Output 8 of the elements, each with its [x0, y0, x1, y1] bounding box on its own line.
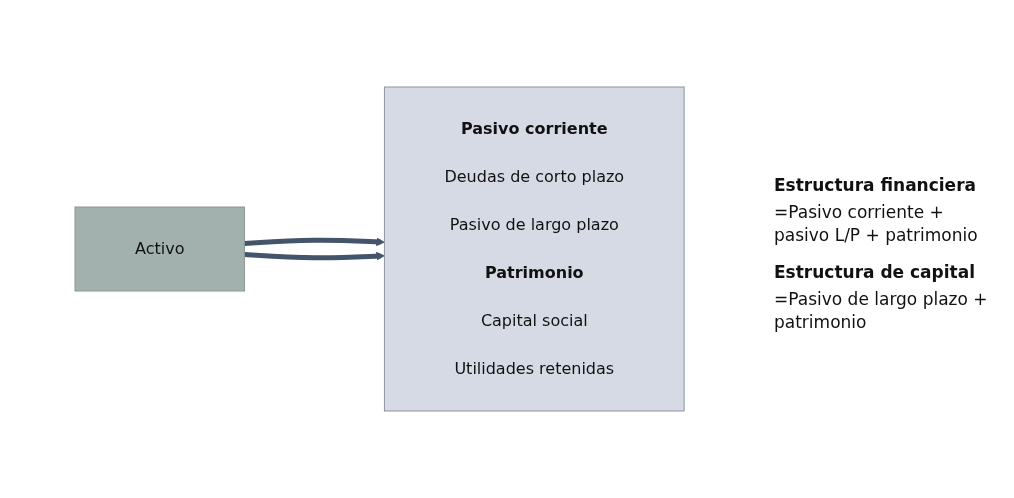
- arrow: [244, 237, 386, 247]
- arrow: [244, 251, 386, 261]
- node-box: Pasivo corriente Deudas de corto plazo Pasivo de largo plazo Patrimonio Capital social Utilidades retenidas: [384, 86, 686, 412]
- note-text: =Pasivo de largo plazo + patrimonio: [774, 287, 989, 334]
- node-box: Activo: [74, 206, 246, 292]
- note-heading: Estructura de capital: [774, 261, 976, 284]
- note-heading: Estructura financiera: [774, 174, 977, 198]
- note-text: =Pasivo corriente + pasivo L/P + patrimonio: [774, 201, 979, 247]
